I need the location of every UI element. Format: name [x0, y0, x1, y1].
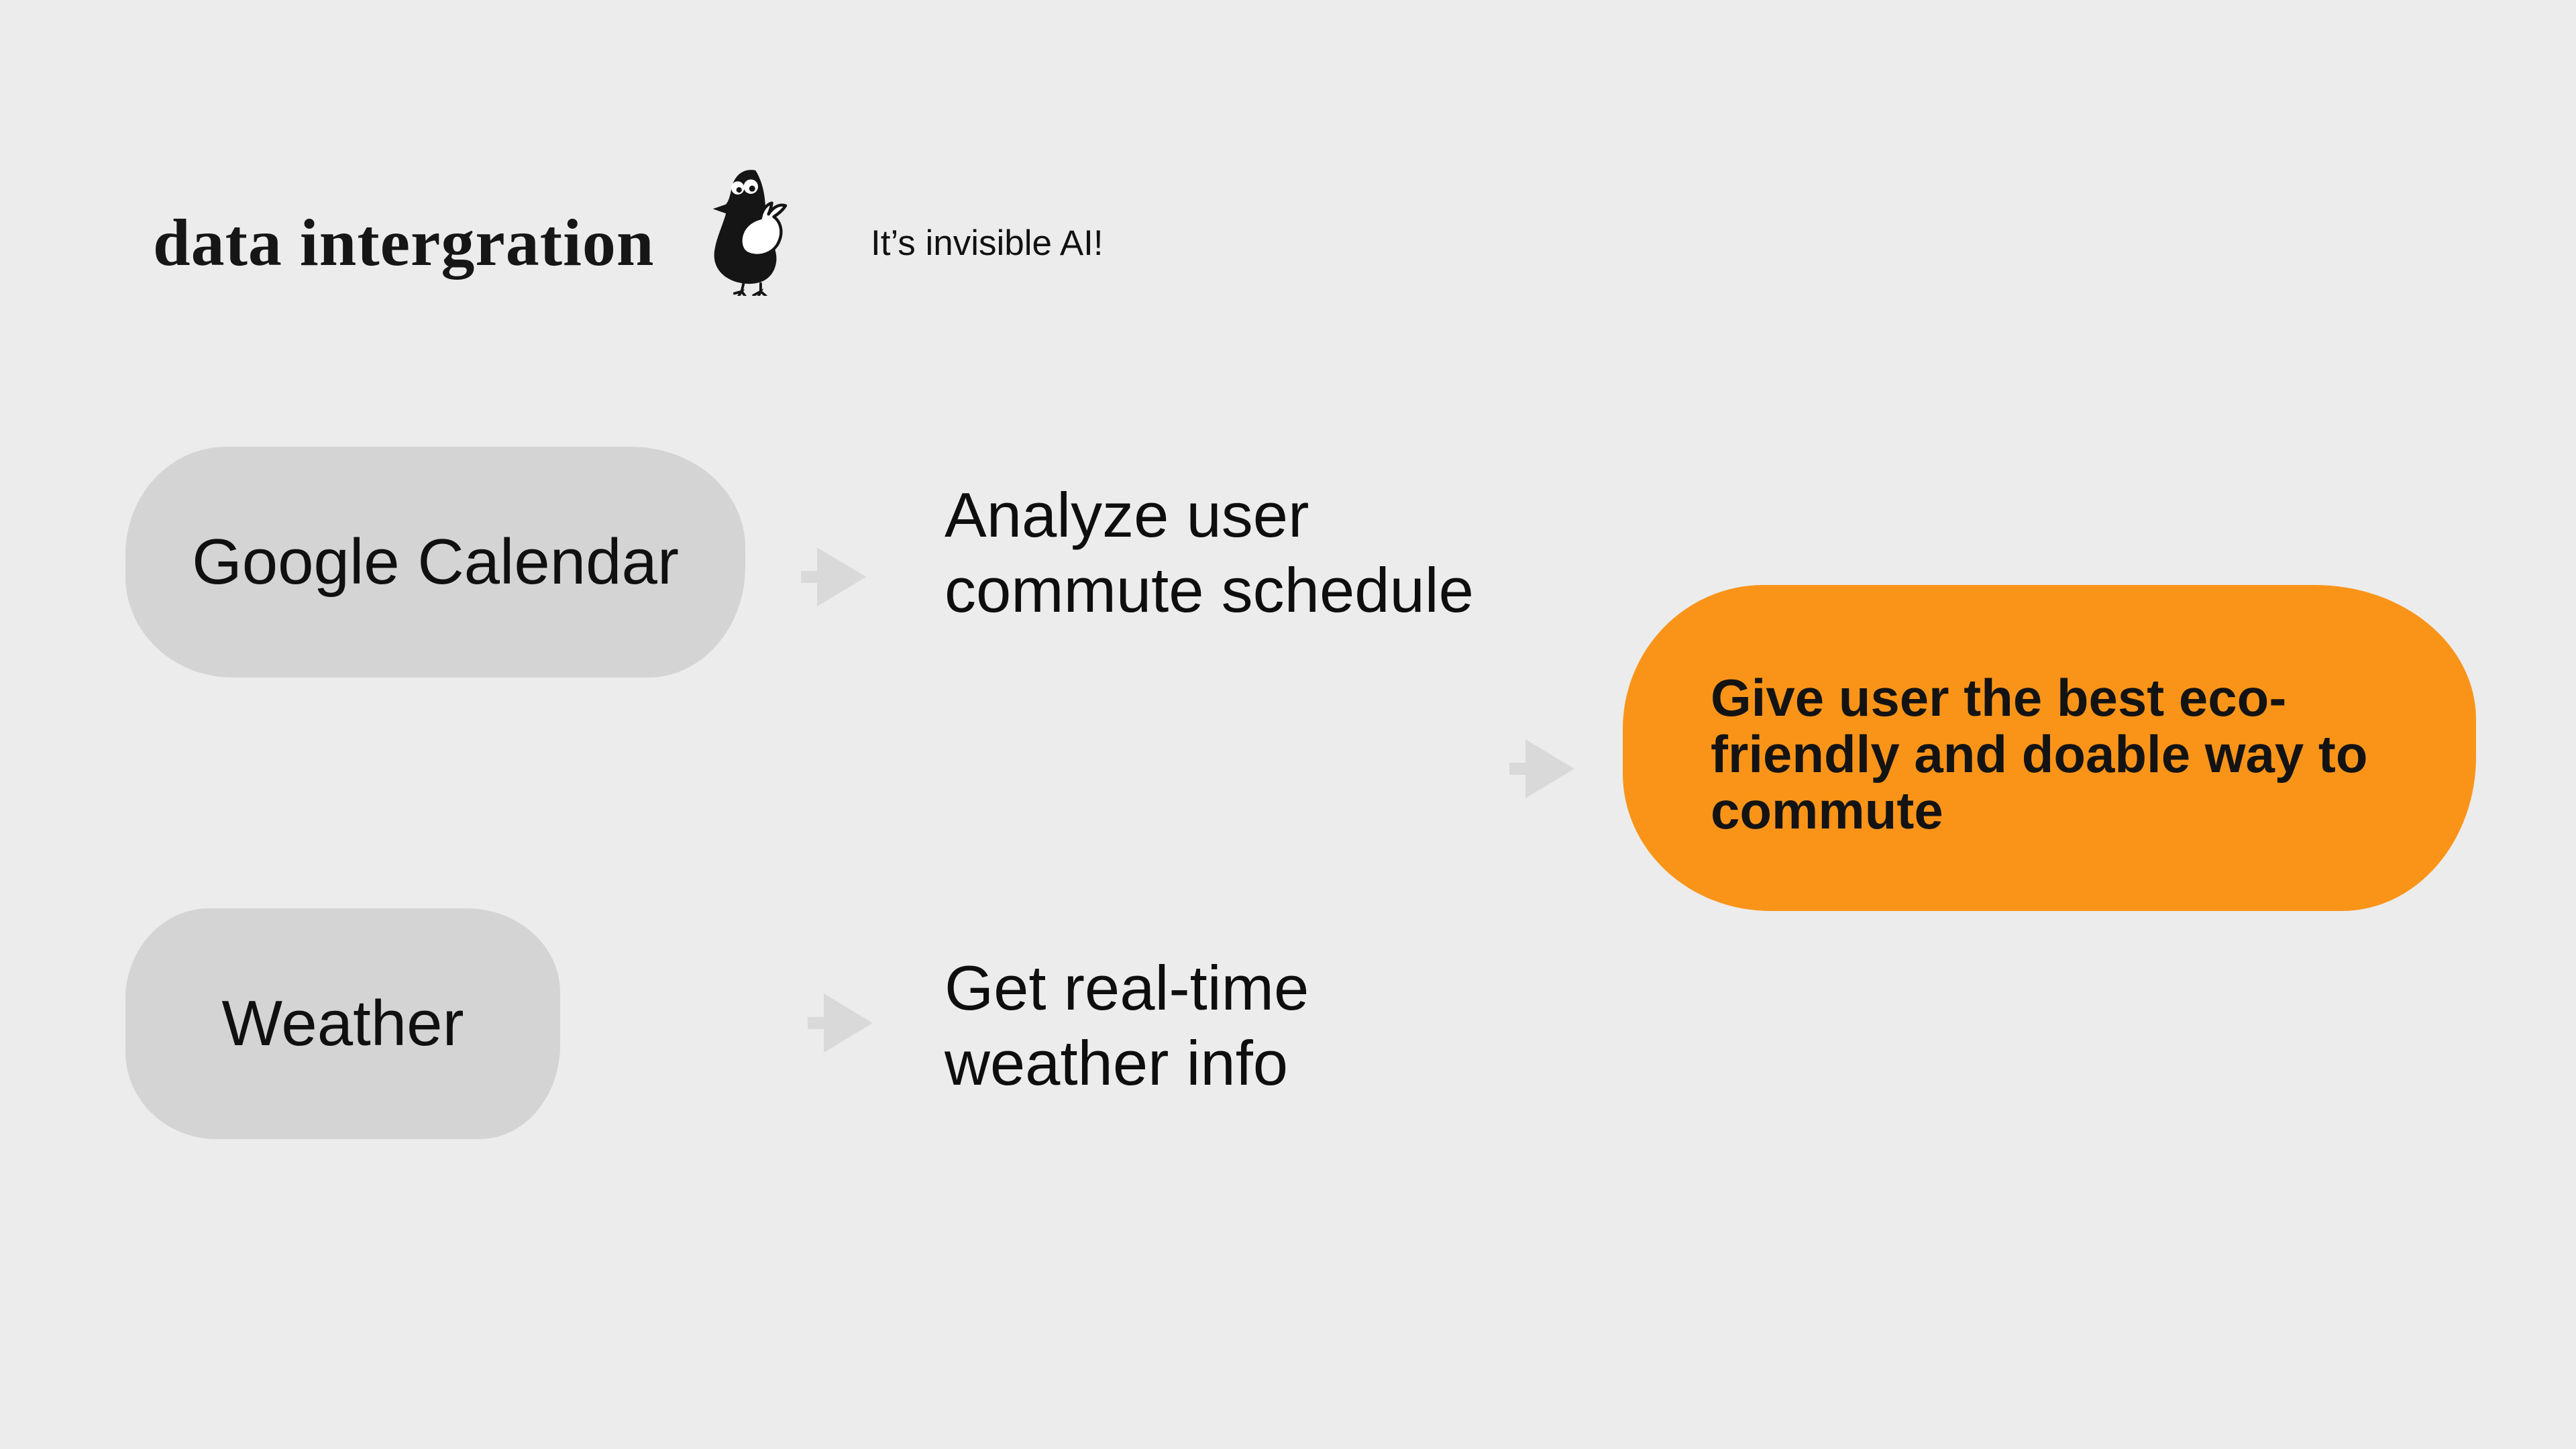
- result-node-line: Give user the best eco-: [1711, 668, 2287, 727]
- flow-arrow-icon: [801, 546, 868, 608]
- source-node-weather: Weather: [125, 908, 560, 1139]
- result-node-line: commute: [1711, 781, 1943, 840]
- process-step-weather: Get real-time weather info: [945, 951, 1309, 1101]
- flow-arrow-icon: [1509, 738, 1576, 800]
- bird-illustration: [703, 165, 814, 299]
- flow-arrow-icon: [808, 992, 875, 1054]
- result-node-line: friendly and doable way to: [1711, 724, 2368, 784]
- source-node-label: Weather: [221, 987, 464, 1059]
- page-title: data intergration: [153, 205, 655, 280]
- pigeon-doodle-icon: [703, 170, 814, 299]
- process-step-line: weather info: [945, 1028, 1289, 1098]
- source-node-google-calendar: Google Calendar: [125, 447, 745, 678]
- tagline: It’s invisible AI!: [871, 223, 1104, 263]
- process-step-line: commute schedule: [945, 555, 1474, 625]
- process-step-line: Get real-time: [945, 953, 1309, 1023]
- process-step-line: Analyze user: [945, 480, 1309, 550]
- process-step-calendar: Analyze user commute schedule: [945, 478, 1474, 628]
- result-node: Give user the best eco- friendly and doa…: [1623, 585, 2476, 911]
- source-node-label: Google Calendar: [192, 526, 679, 598]
